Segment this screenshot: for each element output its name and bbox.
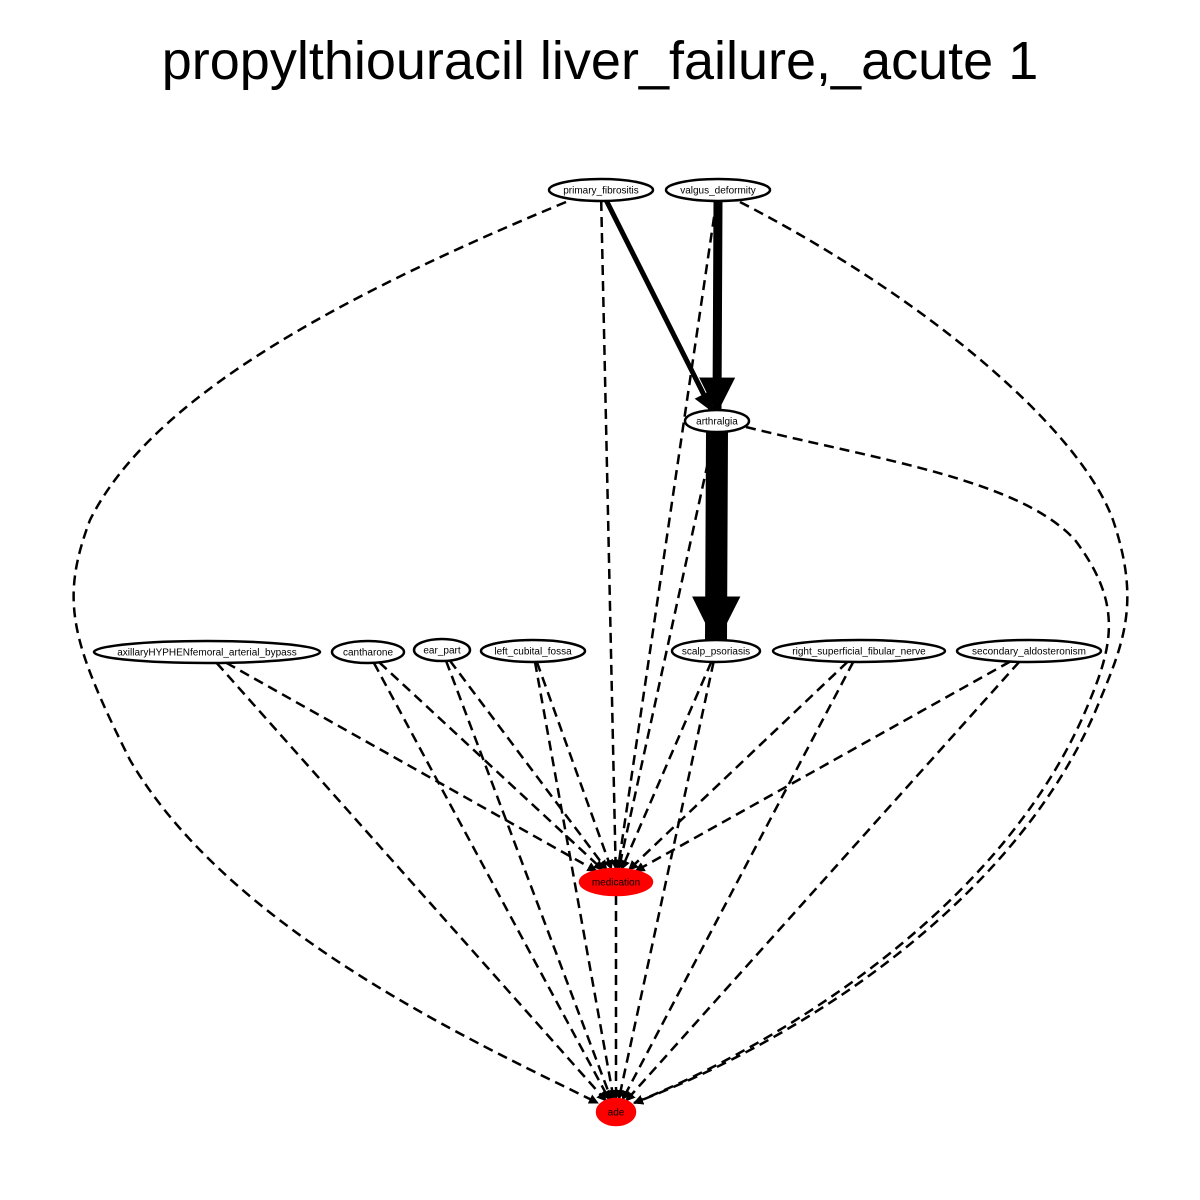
edge-valgus_deformity-to-medication bbox=[614, 200, 718, 870]
edge-primary_fibrositis-to-ade bbox=[72, 200, 599, 1105]
edge-primary_fibrositis-to-arthralgia bbox=[604, 198, 715, 413]
node-label-valgus_deformity: valgus_deformity bbox=[680, 186, 756, 197]
node-medication[interactable]: medication bbox=[578, 867, 654, 897]
edge-axillary-to-ade bbox=[215, 662, 608, 1102]
edge-right_nerve-to-ade bbox=[621, 661, 855, 1101]
edge-secondary_aldosteronism-to-ade bbox=[624, 661, 1021, 1102]
node-shape-scalp_psoriasis bbox=[670, 638, 762, 664]
node-shape-medication bbox=[578, 867, 654, 897]
node-label-cantharone: cantharone bbox=[343, 648, 393, 659]
node-shape-right_nerve bbox=[771, 638, 947, 664]
node-shape-secondary_aldosteronism bbox=[955, 638, 1103, 664]
node-shape-ear_part bbox=[412, 637, 472, 663]
node-shape-valgus_deformity bbox=[664, 177, 772, 203]
node-ear_part[interactable]: ear_part bbox=[412, 637, 472, 663]
node-label-ade: ade bbox=[608, 1108, 625, 1119]
node-label-left_cubital_fossa: left_cubital_fossa bbox=[494, 647, 572, 658]
edges-layer bbox=[72, 196, 1129, 1105]
node-shape-axillary bbox=[92, 639, 322, 665]
node-arthralgia[interactable]: arthralgia bbox=[683, 408, 751, 434]
node-label-secondary_aldosteronism: secondary_aldosteronism bbox=[972, 647, 1086, 658]
node-secondary_aldosteronism[interactable]: secondary_aldosteronism bbox=[955, 638, 1103, 664]
edge-arthralgia-to-scalp_psoriasis bbox=[692, 421, 741, 651]
node-label-ear_part: ear_part bbox=[423, 646, 460, 657]
node-label-axillary: axillaryHYPHENfemoral_arterial_bypass bbox=[117, 648, 297, 659]
node-primary_fibrositis[interactable]: primary_fibrositis bbox=[547, 177, 655, 203]
node-cantharone[interactable]: cantharone bbox=[330, 639, 406, 665]
edge-right_nerve-to-medication bbox=[627, 660, 849, 871]
node-valgus_deformity[interactable]: valgus_deformity bbox=[664, 177, 772, 203]
edge-ear_part-to-ade bbox=[444, 660, 613, 1101]
node-scalp_psoriasis[interactable]: scalp_psoriasis bbox=[670, 638, 762, 664]
edge-arthralgia-to-ade bbox=[633, 425, 1111, 1105]
node-shape-ade bbox=[595, 1097, 637, 1127]
node-label-scalp_psoriasis: scalp_psoriasis bbox=[682, 647, 750, 658]
edge-valgus_deformity-to-arthralgia bbox=[699, 196, 736, 415]
diagram-title: propylthiouracil liver_failure,_acute 1 bbox=[161, 31, 1039, 91]
edge-left_cubital_fossa-to-ade bbox=[533, 661, 618, 1101]
edge-cantharone-to-ade bbox=[372, 662, 611, 1101]
node-label-primary_fibrositis: primary_fibrositis bbox=[563, 186, 639, 197]
node-shape-primary_fibrositis bbox=[547, 177, 655, 203]
node-right_nerve[interactable]: right_superficial_fibular_nerve bbox=[771, 638, 947, 664]
node-label-arthralgia: arthralgia bbox=[696, 417, 738, 428]
node-axillary[interactable]: axillaryHYPHENfemoral_arterial_bypass bbox=[92, 639, 322, 665]
edge-left_cubital_fossa-to-medication bbox=[535, 661, 614, 871]
edge-primary_fibrositis-to-medication bbox=[599, 200, 621, 870]
edge-secondary_aldosteronism-to-medication bbox=[634, 660, 1011, 873]
edge-scalp_psoriasis-to-ade bbox=[615, 661, 715, 1101]
node-ade[interactable]: ade bbox=[595, 1097, 637, 1127]
edge-cantharone-to-medication bbox=[378, 661, 604, 871]
node-shape-arthralgia bbox=[683, 408, 751, 434]
node-shape-cantharone bbox=[330, 639, 406, 665]
edge-axillary-to-medication bbox=[225, 661, 598, 873]
nodes-layer: primary_fibrositis valgus_deformityarthra… bbox=[92, 177, 1103, 1127]
node-shape-left_cubital_fossa bbox=[479, 638, 587, 664]
edge-arthralgia-to-medication bbox=[615, 431, 716, 870]
node-left_cubital_fossa[interactable]: left_cubital_fossa bbox=[479, 638, 587, 664]
edge-scalp_psoriasis-to-medication bbox=[620, 661, 713, 871]
edge-ear_part-to-medication bbox=[448, 659, 608, 871]
edge-valgus_deformity-to-ade bbox=[633, 200, 1129, 1105]
node-label-medication: medication bbox=[592, 878, 640, 889]
node-label-right_nerve: right_superficial_fibular_nerve bbox=[792, 647, 926, 658]
